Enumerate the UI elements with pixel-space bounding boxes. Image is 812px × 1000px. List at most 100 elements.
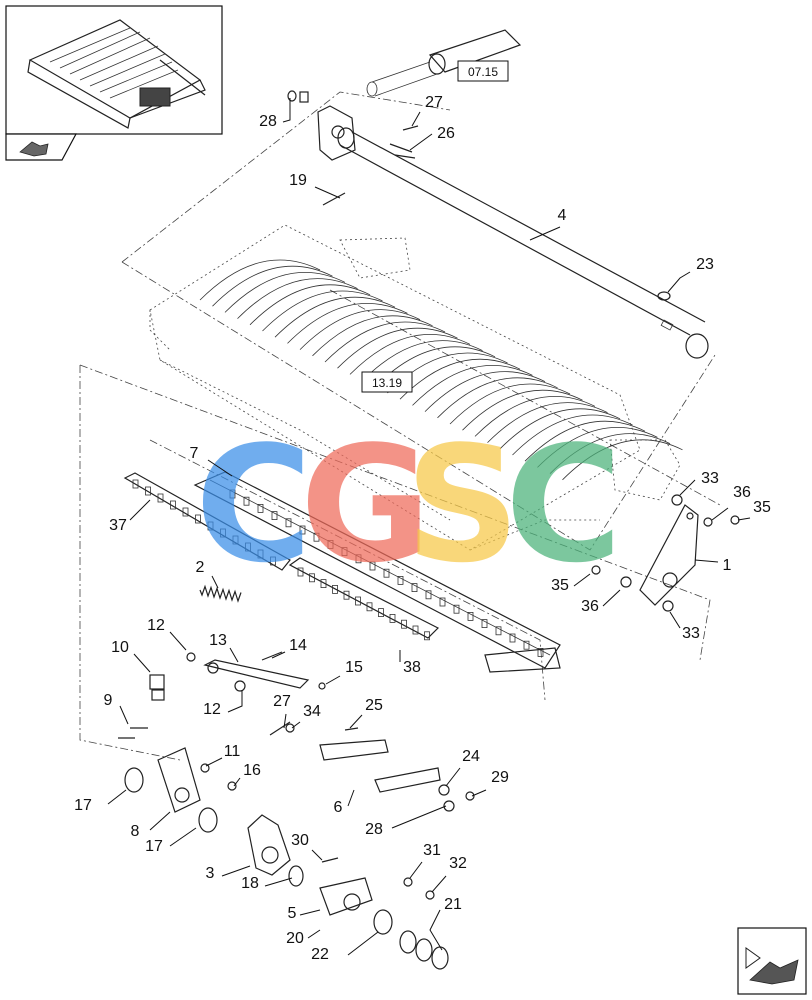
bar-tooth — [297, 567, 304, 577]
callout: 8 — [131, 811, 171, 840]
bar-tooth — [299, 525, 306, 535]
callout: 31 — [409, 842, 441, 879]
hydraulic-cylinder — [366, 29, 522, 97]
callout-leader — [431, 875, 447, 893]
callout-number: 2 — [196, 559, 205, 576]
callout-number: 22 — [311, 946, 329, 963]
callout: 12 — [147, 617, 187, 651]
callout-leader — [271, 651, 286, 659]
callout-leader — [119, 705, 129, 725]
callout: 24 — [445, 748, 480, 787]
nav-back-tab[interactable] — [5, 133, 78, 161]
callout-leader — [311, 849, 323, 861]
bar-tooth — [481, 619, 488, 628]
callout-number: 28 — [365, 821, 383, 838]
bar-tooth — [207, 521, 214, 531]
callout-leader — [227, 690, 243, 713]
callout: 36 — [581, 589, 621, 615]
callout-number: 30 — [291, 832, 309, 849]
callout: 35 — [551, 573, 591, 594]
grate-slot — [224, 272, 346, 313]
bar-tooth — [453, 604, 460, 614]
rings-21-22 — [373, 909, 449, 970]
nav-next-tab[interactable] — [737, 927, 807, 995]
callout-leader — [129, 499, 151, 521]
callout: 17 — [145, 827, 197, 855]
callout-number: 12 — [203, 701, 221, 718]
shaft — [337, 127, 709, 359]
callout: 19 — [289, 172, 341, 199]
grate-slot — [512, 414, 633, 456]
callout-number: 37 — [109, 517, 127, 534]
callout-leader — [602, 589, 621, 607]
grate-slot — [462, 389, 583, 431]
grate-slot — [524, 420, 646, 462]
callout-number: 32 — [449, 855, 467, 872]
callout-leader — [314, 186, 341, 199]
callout: 34 — [291, 703, 321, 729]
callout-leader — [411, 111, 421, 127]
callout-number: 25 — [365, 697, 383, 714]
toothed-bar-38 — [288, 557, 440, 641]
grate-slot — [262, 290, 383, 332]
callout: 5 — [288, 905, 321, 922]
callout-leader — [391, 805, 447, 829]
callout-leader — [107, 789, 127, 805]
callout-number: 20 — [286, 930, 304, 947]
callout-number: 33 — [682, 625, 700, 642]
machine-overview-image — [27, 19, 206, 129]
grate-slot — [437, 377, 558, 419]
callout-leader — [325, 675, 341, 685]
bar-tooth — [355, 596, 361, 606]
callout-leader — [282, 98, 291, 123]
grate-frame — [149, 224, 681, 551]
callout-number: 14 — [289, 637, 307, 654]
callout-number: 5 — [288, 905, 297, 922]
callout-number: 9 — [104, 692, 113, 709]
callout-number: 12 — [147, 617, 165, 634]
callout: 18 — [241, 875, 293, 892]
callout: 22 — [311, 931, 379, 963]
bar-tooth — [232, 535, 239, 545]
callout-number: 27 — [425, 94, 443, 111]
callout-leader — [471, 789, 487, 797]
bar-tooth — [271, 511, 278, 521]
reference-box-13-19[interactable]: 13.19 — [361, 371, 413, 393]
callout: 14 — [271, 637, 307, 659]
bar-tooth — [285, 518, 292, 528]
bar-tooth — [378, 608, 384, 617]
callout-leader — [264, 877, 293, 887]
grate-slot — [299, 309, 421, 350]
callout-leader — [347, 931, 379, 956]
grate-slots — [199, 259, 683, 481]
grate-slot — [549, 433, 671, 474]
bar-tooth — [327, 540, 334, 549]
callout-number: 11 — [224, 743, 241, 760]
callout-number: 31 — [423, 842, 441, 859]
bar-tooth — [401, 619, 407, 629]
bar-tooth — [389, 614, 396, 623]
grate-slot — [287, 303, 408, 344]
callout-number: 33 — [701, 470, 719, 487]
callout-number: 35 — [551, 577, 569, 594]
watermark-letter: C — [505, 411, 622, 598]
grate-slot — [337, 327, 458, 369]
long-rail-7 — [193, 471, 561, 673]
callout: 7 — [190, 445, 233, 477]
grate-slot — [274, 296, 396, 338]
callout: 21 — [429, 896, 462, 951]
callout-leader — [573, 573, 591, 587]
callout: 32 — [431, 855, 467, 893]
callout: 15 — [325, 659, 363, 685]
callout: 17 — [74, 789, 127, 814]
overview-thumbnail[interactable] — [5, 5, 223, 135]
reference-box-07-15[interactable]: 07.15 — [457, 60, 509, 82]
callout-leader — [207, 459, 233, 477]
grate-slot — [312, 315, 433, 357]
callout: 36 — [711, 484, 751, 521]
callout-number: 18 — [241, 875, 259, 892]
callout-leader — [307, 929, 321, 939]
callout-leader — [205, 757, 223, 767]
callout-leader — [347, 789, 355, 807]
